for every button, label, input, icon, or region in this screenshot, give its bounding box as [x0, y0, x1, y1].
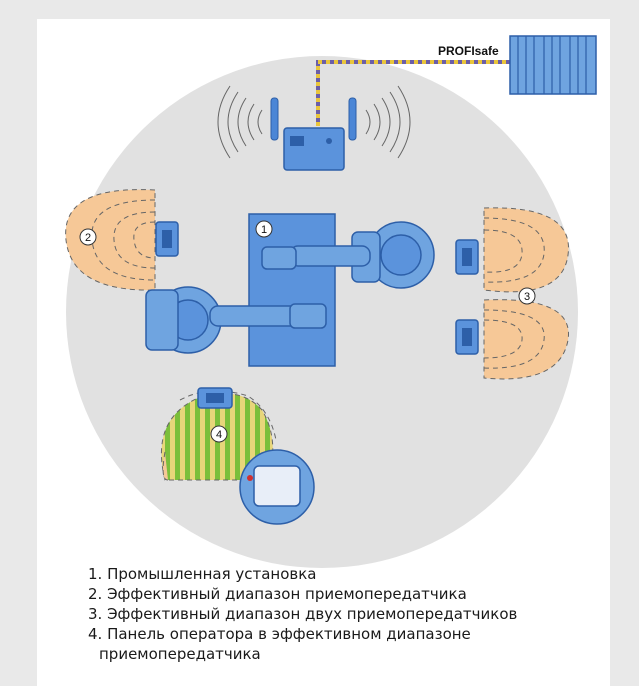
robot-arm-right — [261, 221, 435, 289]
legend: 1. Промышленная установка 2. Эффективный… — [88, 564, 608, 664]
callout-1: 1 — [255, 220, 273, 238]
access-point-icon — [270, 97, 357, 171]
operator-panel-icon — [239, 449, 315, 525]
profisafe-cable — [316, 60, 514, 126]
callout-4: 4 — [210, 425, 228, 443]
profisafe-label: PROFIsafe — [438, 44, 499, 58]
transceiver-right-top-icon — [455, 239, 479, 275]
svg-text:2: 2 — [85, 232, 91, 244]
callout-2: 2 — [79, 228, 97, 246]
svg-text:4: 4 — [216, 429, 222, 441]
industrial-installation-base — [248, 213, 336, 367]
transceiver-range-3 — [483, 207, 569, 380]
legend-item-3: 3. Эффективный диапазон двух приемоперед… — [88, 605, 518, 623]
legend-item-4-continuation: приемопередатчика — [99, 645, 261, 663]
robot-arm-left — [145, 286, 327, 354]
legend-item-2: 2. Эффективный диапазон приемопередатчик… — [88, 585, 467, 603]
transceiver-right-bottom-icon — [455, 319, 479, 355]
plc-rack-icon — [509, 35, 597, 95]
legend-item-1: 1. Промышленная установка — [88, 565, 317, 583]
legend-item-4: 4. Панель оператора в эффективном диапаз… — [88, 625, 471, 643]
callout-3: 3 — [518, 287, 536, 305]
wireless-signal-icon — [217, 85, 411, 159]
transceiver-left-icon — [155, 221, 179, 257]
svg-text:1: 1 — [261, 224, 267, 236]
svg-text:3: 3 — [524, 291, 530, 303]
operator-transceiver-icon — [197, 387, 233, 409]
